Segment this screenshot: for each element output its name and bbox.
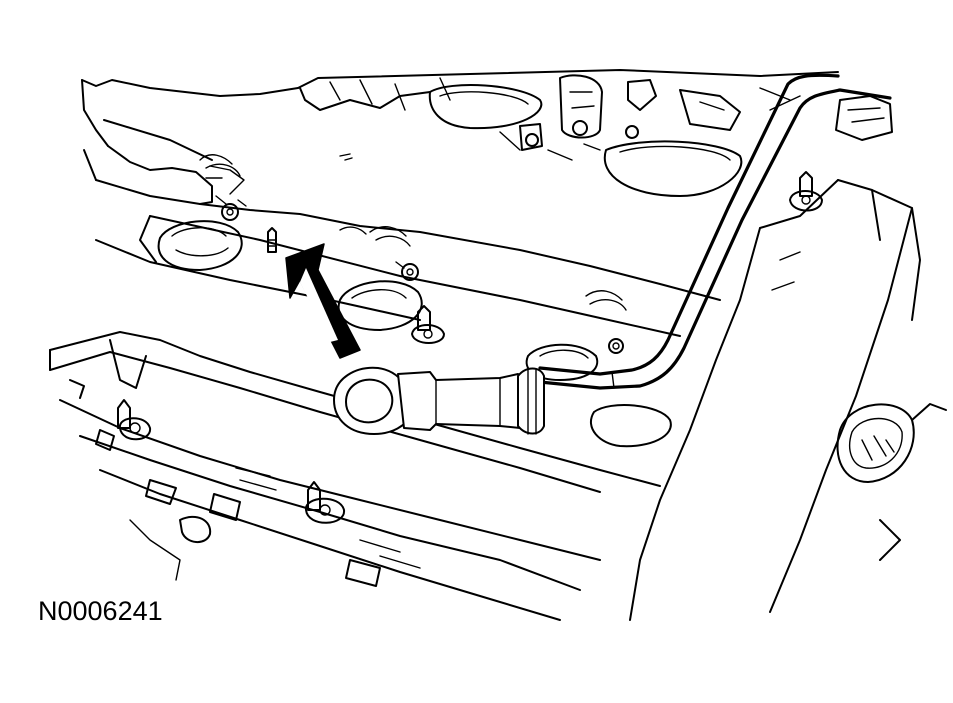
detail-marks <box>199 154 627 311</box>
stud-2 <box>267 227 277 253</box>
right-housing <box>629 179 947 621</box>
fuel-rail-body <box>95 203 721 448</box>
ring-terminal-connector <box>333 366 545 435</box>
stud-3 <box>395 261 419 281</box>
mounting-studs <box>215 171 823 354</box>
arrow-icon <box>285 243 361 359</box>
figure-reference-id: N0006241 <box>38 596 163 626</box>
stud-1 <box>215 195 247 221</box>
vapor-tube <box>538 73 892 390</box>
stud-5 <box>608 338 624 354</box>
lower-flange <box>49 331 661 621</box>
stud-6 <box>789 171 823 212</box>
stud-4 <box>411 305 445 344</box>
upper-intake-detail <box>297 69 893 197</box>
valve-cover-left <box>81 79 353 205</box>
